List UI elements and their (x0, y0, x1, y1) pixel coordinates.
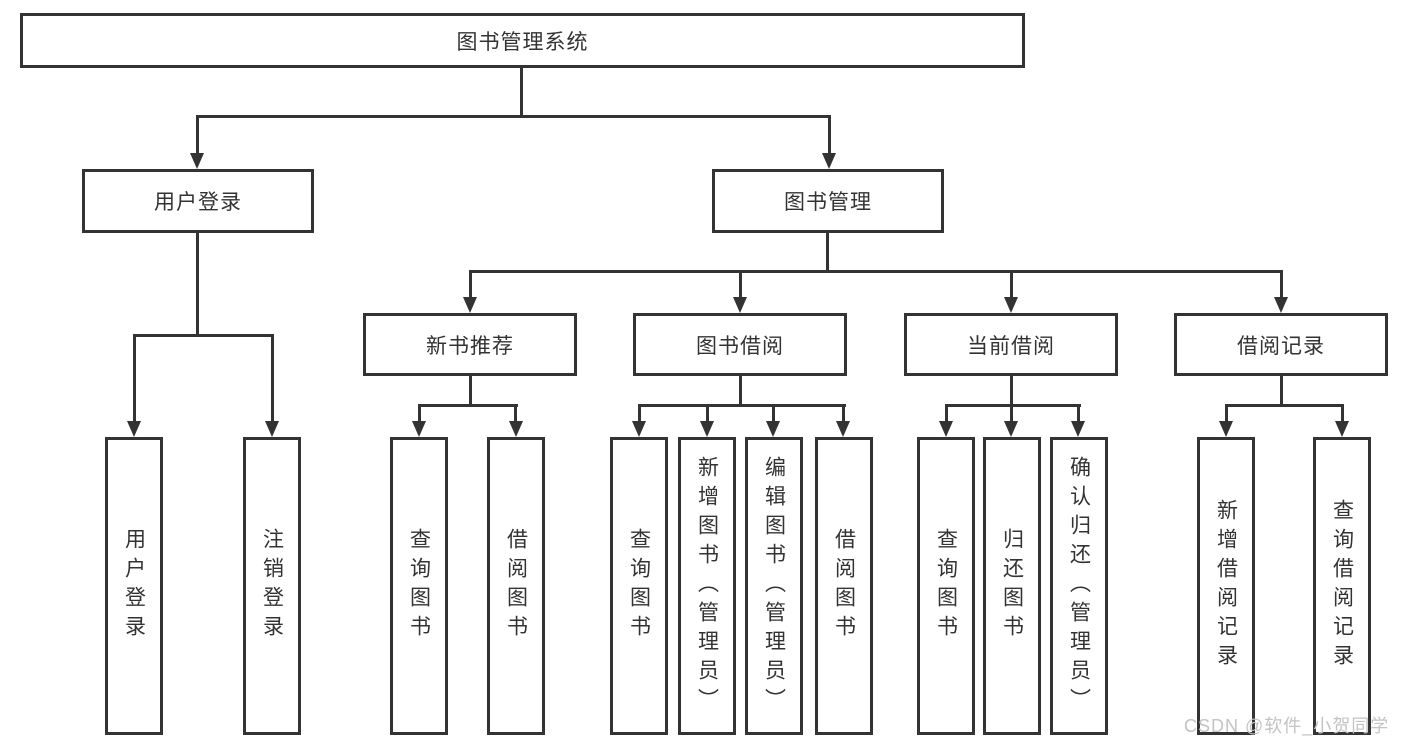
arrowhead-down (939, 421, 953, 437)
node-label: 用户登录 (154, 191, 242, 214)
arrowhead-down (127, 421, 141, 437)
connector-line (469, 270, 1283, 273)
leaf-label: 借阅图书 (504, 528, 528, 644)
node-label: 新书推荐 (426, 334, 514, 358)
leaf-query-books-2: 查询图书 (610, 437, 668, 735)
connector-line (826, 233, 829, 273)
leaf-query-books-3: 查询图书 (917, 437, 975, 735)
leaf-query-borrow-record: 查询借阅记录 (1313, 437, 1371, 735)
leaf-label: 查询图书 (934, 528, 958, 644)
arrowhead-down (1219, 421, 1233, 437)
arrowhead-down (190, 153, 204, 169)
connector-line (739, 270, 742, 299)
connector-line (133, 334, 274, 337)
connector-line (469, 270, 472, 299)
node-book-management: 图书管理 (712, 169, 944, 233)
connector-line (706, 404, 709, 423)
connector-line (1010, 376, 1013, 407)
leaf-logout: 注销登录 (243, 437, 301, 735)
connector-line (418, 404, 421, 423)
leaf-label: 编辑图书（管理员） (762, 455, 786, 717)
arrowhead-down (733, 297, 747, 313)
csdn-watermark: CSDN @软件_小贺同学 (1184, 716, 1390, 736)
node-label: 图书管理 (784, 191, 872, 214)
connector-line (739, 376, 742, 407)
connector-line (196, 115, 199, 155)
leaf-return-books: 归还图书 (983, 437, 1041, 735)
node-label: 图书借阅 (696, 334, 784, 358)
arrowhead-down (700, 421, 714, 437)
node-library-system-root: 图书管理系统 (20, 13, 1025, 68)
connector-line (514, 404, 517, 423)
connector-line (271, 334, 274, 423)
leaf-query-books-1: 查询图书 (390, 437, 448, 735)
connector-line (1225, 404, 1344, 407)
arrowhead-down (822, 153, 836, 169)
leaf-label: 查询图书 (627, 528, 651, 644)
arrowhead-down (1274, 297, 1288, 313)
arrowhead-down (632, 421, 646, 437)
arrowhead-down (1004, 297, 1018, 313)
connector-line (772, 404, 775, 423)
connector-line (1280, 270, 1283, 299)
connector-line (1077, 404, 1080, 423)
leaf-user-login: 用户登录 (105, 437, 163, 735)
arrowhead-down (1071, 421, 1085, 437)
arrowhead-down (509, 421, 523, 437)
leaf-borrow-books-2: 借阅图书 (815, 437, 873, 735)
connector-line (196, 233, 199, 337)
leaf-label: 借阅图书 (832, 528, 856, 644)
arrowhead-down (766, 421, 780, 437)
node-current-borrow: 当前借阅 (904, 313, 1118, 376)
connector-line (418, 404, 518, 407)
leaf-label: 确认归还（管理员） (1067, 455, 1091, 717)
leaf-label: 注销登录 (260, 528, 284, 644)
node-borrow-records: 借阅记录 (1174, 313, 1388, 376)
connector-line (1010, 404, 1013, 423)
connector-line (945, 404, 1081, 407)
leaf-edit-books-admin: 编辑图书（管理员） (745, 437, 803, 735)
connector-line (945, 404, 948, 423)
arrowhead-down (463, 297, 477, 313)
leaf-label: 归还图书 (1000, 528, 1024, 644)
connector-line (842, 404, 845, 423)
leaf-label: 用户登录 (122, 528, 146, 644)
connector-line (520, 66, 523, 118)
node-user-login: 用户登录 (82, 169, 314, 233)
connector-line (828, 115, 831, 155)
arrowhead-down (412, 421, 426, 437)
node-label: 当前借阅 (967, 334, 1055, 358)
leaf-label: 查询借阅记录 (1330, 499, 1354, 673)
leaf-label: 新增图书（管理员） (695, 455, 719, 717)
connector-line (638, 404, 846, 407)
node-label: 图书管理系统 (456, 30, 589, 54)
arrowhead-down (1335, 421, 1349, 437)
arrowhead-down (836, 421, 850, 437)
leaf-label: 查询图书 (407, 528, 431, 644)
leaf-confirm-return-admin: 确认归还（管理员） (1050, 437, 1108, 735)
connector-line (638, 404, 641, 423)
leaf-label: 新增借阅记录 (1214, 499, 1238, 673)
arrowhead-down (265, 421, 279, 437)
connector-line (196, 115, 831, 118)
connector-line (133, 334, 136, 423)
arrowhead-down (1004, 421, 1018, 437)
connector-line (469, 376, 472, 407)
connector-line (1280, 376, 1283, 407)
node-new-book-recommend: 新书推荐 (363, 313, 577, 376)
leaf-borrow-books-1: 借阅图书 (487, 437, 545, 735)
node-label: 借阅记录 (1237, 334, 1325, 358)
leaf-add-books-admin: 新增图书（管理员） (678, 437, 736, 735)
node-book-borrow: 图书借阅 (633, 313, 847, 376)
connector-line (1225, 404, 1228, 423)
connector-line (1010, 270, 1013, 299)
leaf-add-borrow-record: 新增借阅记录 (1197, 437, 1255, 735)
connector-line (1341, 404, 1344, 423)
